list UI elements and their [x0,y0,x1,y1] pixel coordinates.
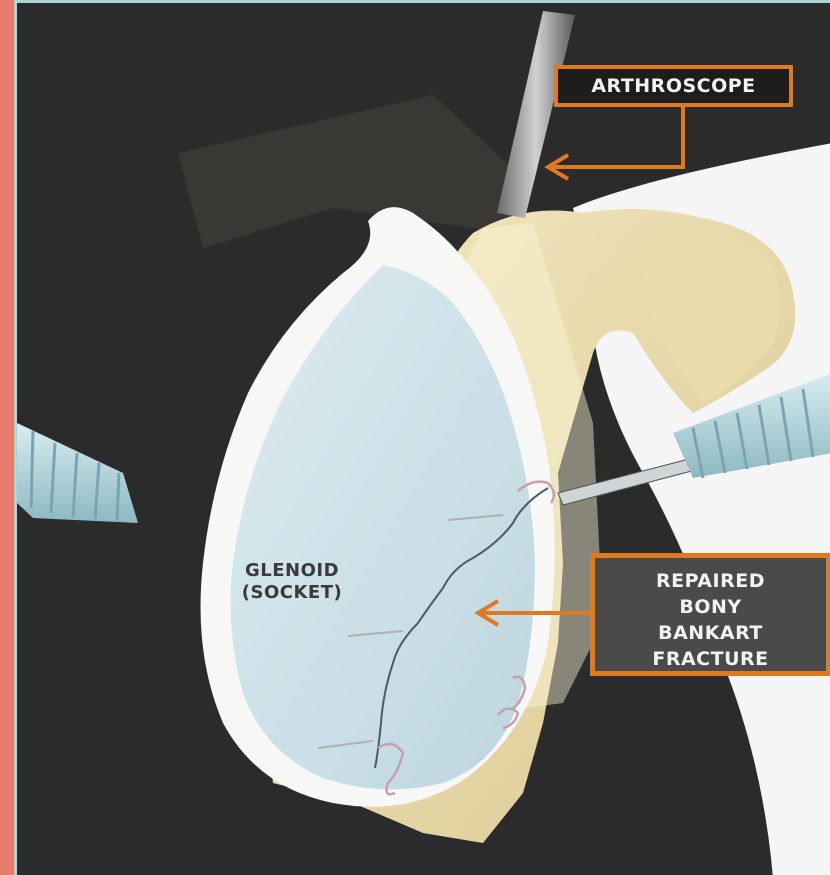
bankart-line-4: Fracture [595,646,826,672]
glenoid-line-1: Glenoid [217,560,367,582]
background-shadow-shape [178,95,523,248]
bankart-line-3: Bankart [595,620,826,646]
arthroscope-shaft [497,11,575,218]
illustration-panel: Arthroscope Repaired Bony Bankart Fractu… [14,0,830,875]
bankart-line-2: Bony [595,594,826,620]
bankart-line-1: Repaired [595,568,826,594]
bankart-fracture-label: Repaired Bony Bankart Fracture [590,553,830,676]
glenoid-label: Glenoid (socket) [217,560,367,604]
glenoid-line-2: (socket) [217,582,367,604]
shoulder-illustration [17,3,830,875]
arthroscope-arrow [548,103,683,179]
left-screw [17,423,138,523]
arthroscope-label: Arthroscope [554,65,793,107]
